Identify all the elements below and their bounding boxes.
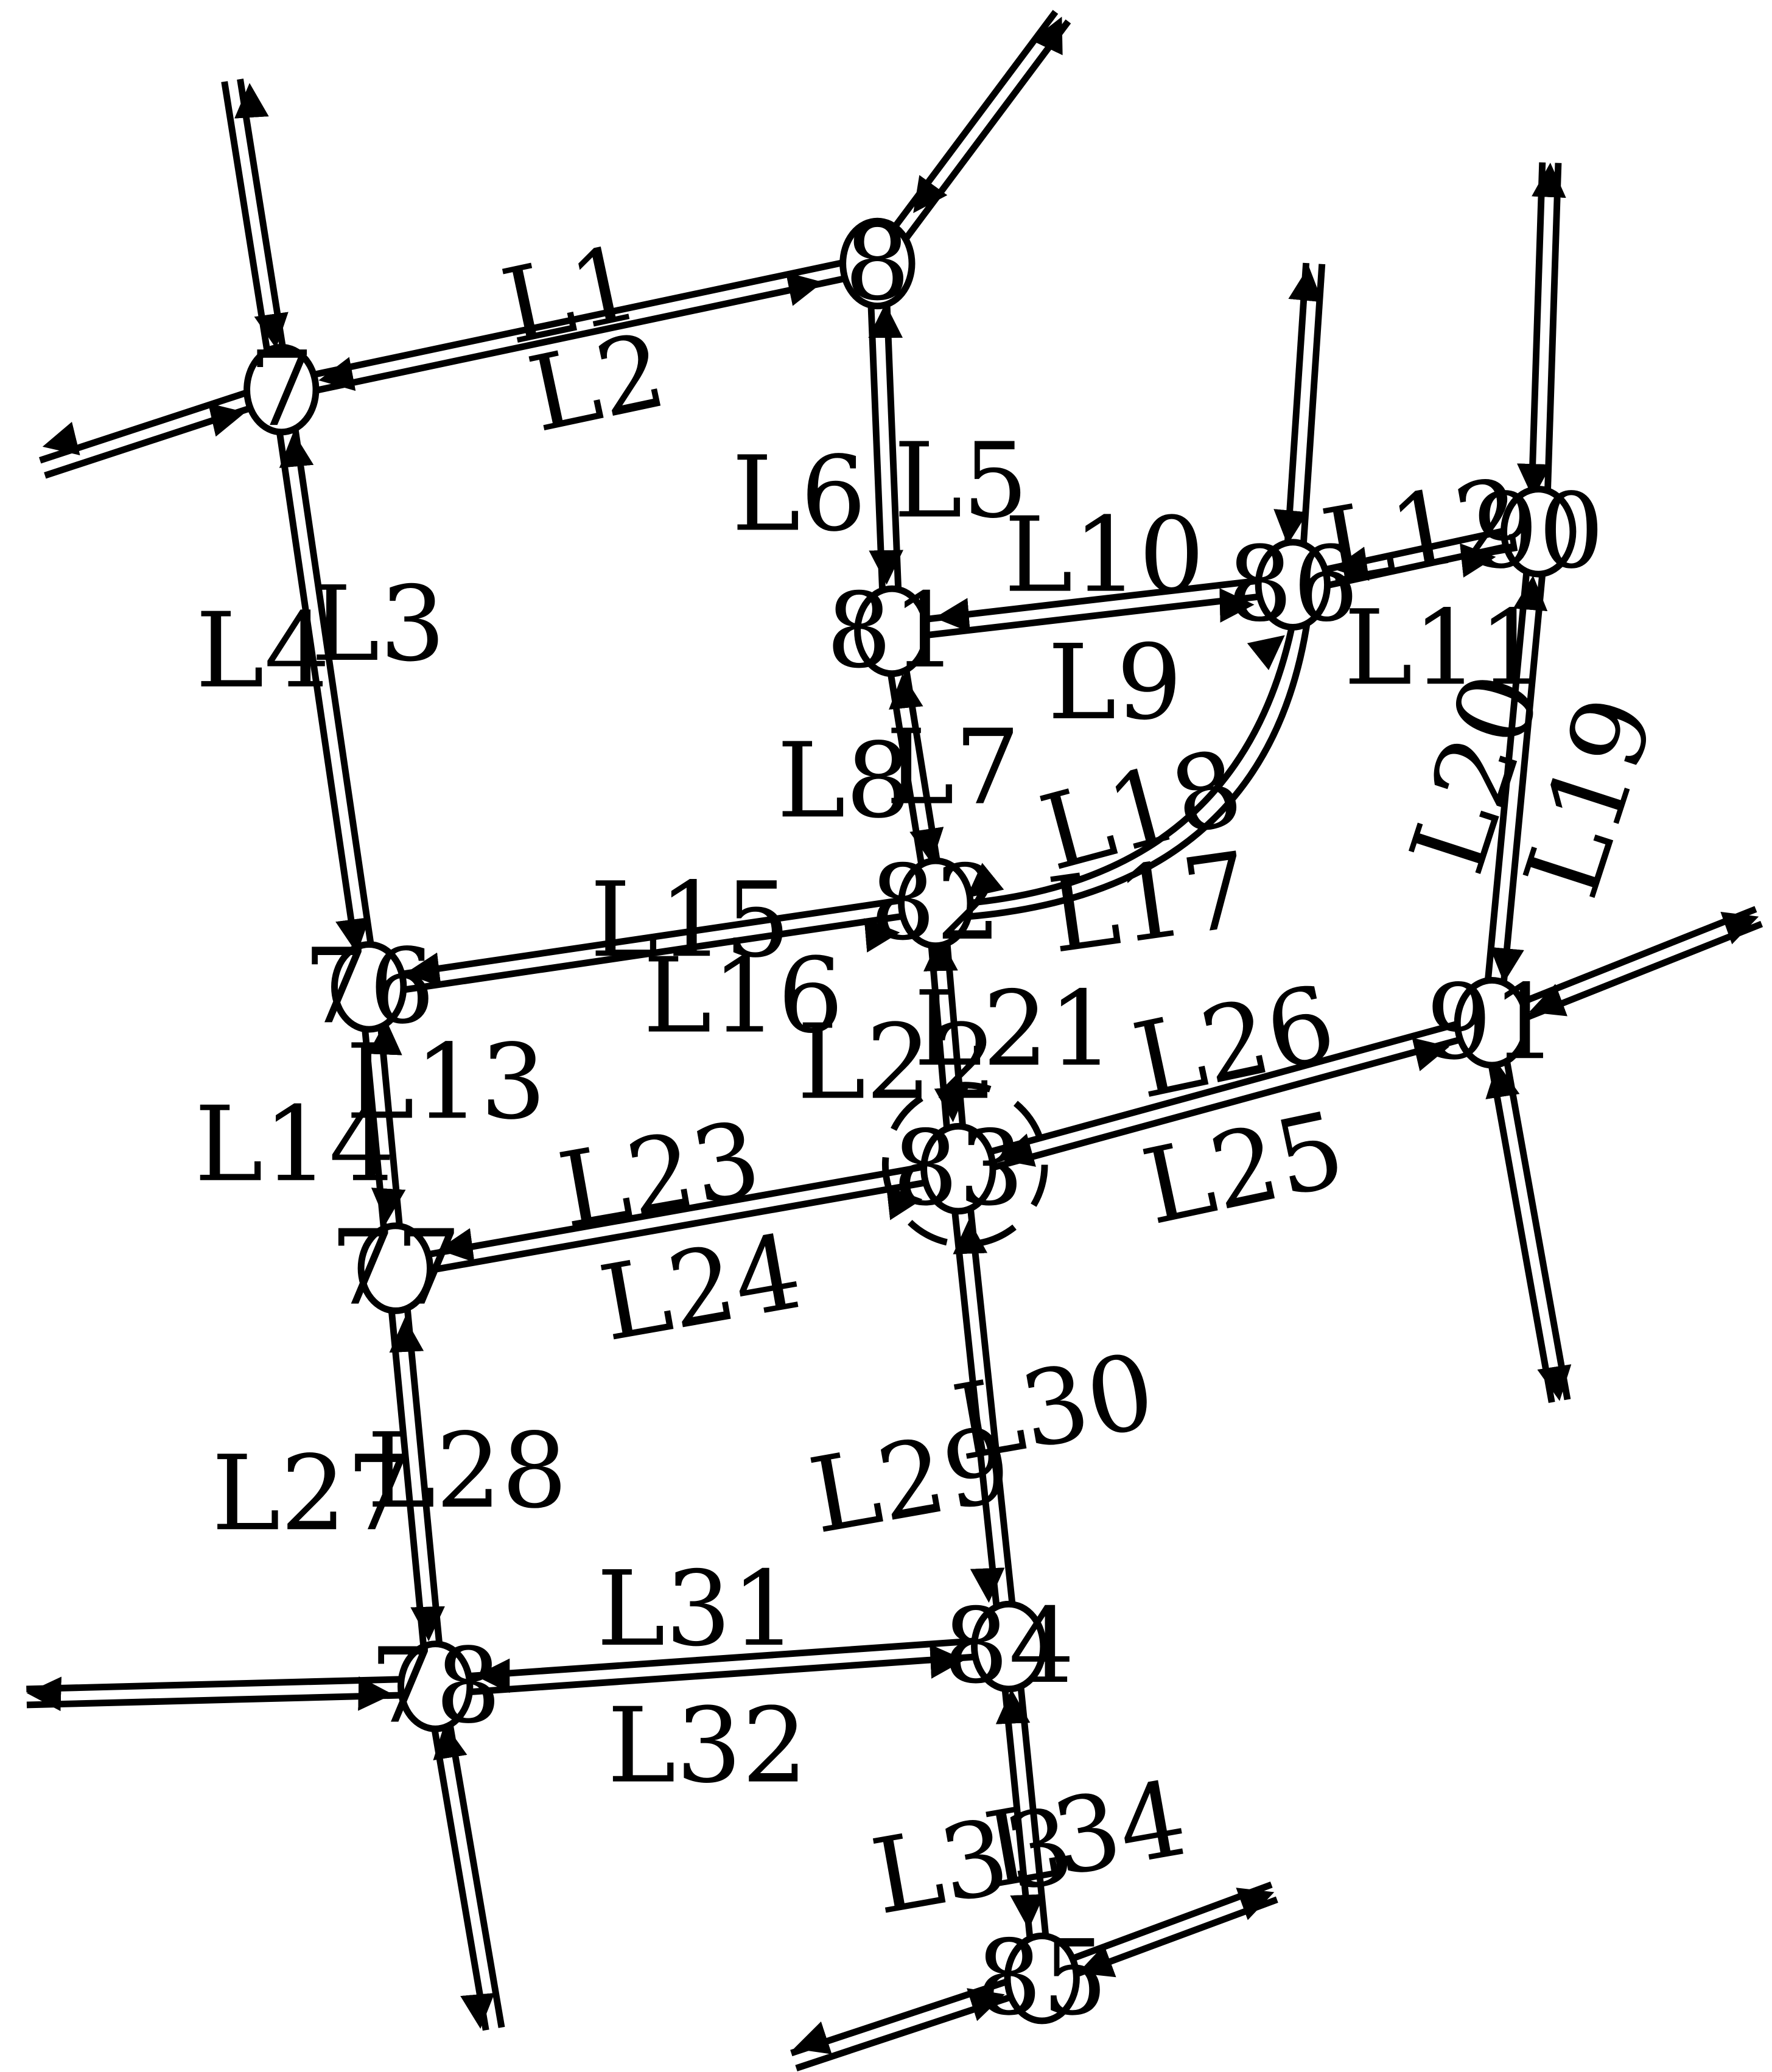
link-label-l14: L14 <box>194 1085 394 1205</box>
highlight-circle <box>881 1082 1048 1248</box>
link-label-l22: L22 <box>797 1003 997 1123</box>
link-label-l16: L16 <box>643 936 843 1057</box>
node-86: 86 <box>1227 525 1359 645</box>
direction-arrow <box>967 1988 1005 2021</box>
node-circle <box>331 941 407 1033</box>
node-8: 8 <box>839 203 916 324</box>
node-label: 81 <box>826 571 958 691</box>
link-label-l5: L5 <box>894 421 1028 542</box>
node-77: 77 <box>330 1208 461 1329</box>
road-link <box>282 268 880 401</box>
direction-arrow <box>1720 911 1759 945</box>
node-label: 90 <box>1473 471 1604 592</box>
link-label-l13: L13 <box>346 1022 546 1143</box>
road-link <box>1480 530 1534 1023</box>
road-link <box>1294 536 1541 596</box>
node-label: 76 <box>303 926 435 1047</box>
link-label-l9: L9 <box>1048 623 1182 743</box>
link-label-l17: L17 <box>1042 830 1257 977</box>
node-circle <box>243 343 320 436</box>
road-links <box>26 10 1763 2071</box>
node-label: 77 <box>330 1208 461 1329</box>
road-link <box>1496 532 1550 1024</box>
node-label: 84 <box>943 1586 1074 1707</box>
direction-arrow <box>1485 1062 1520 1100</box>
node-label: 78 <box>369 1626 501 1746</box>
node-circle <box>971 1600 1047 1693</box>
node-81: 81 <box>826 571 958 691</box>
road-link <box>285 388 380 987</box>
node-circle <box>1255 539 1331 631</box>
node-circle <box>854 585 930 677</box>
road-link <box>435 1651 1010 1698</box>
road-link <box>790 1967 1041 2057</box>
direction-arrow <box>1236 1888 1275 1920</box>
node-circle <box>839 217 916 310</box>
link-label-l10: L10 <box>1004 495 1205 616</box>
node-76: 76 <box>303 926 435 1047</box>
direction-arrow <box>868 303 903 338</box>
road-link <box>396 1173 961 1279</box>
road-link <box>868 10 1059 261</box>
link-label-l7: L7 <box>886 708 1020 828</box>
node-circle <box>1454 976 1530 1069</box>
link-label-l28: L28 <box>367 1411 567 1531</box>
road-link <box>965 607 1299 907</box>
link-label-l8: L8 <box>777 721 911 841</box>
link-label-l34: L34 <box>976 1759 1195 1912</box>
node-circle <box>1004 1932 1080 2025</box>
road-link <box>279 252 877 385</box>
road-link <box>955 1012 1491 1164</box>
node-circle <box>397 1640 474 1732</box>
road-link <box>434 1635 1009 1682</box>
road-link <box>367 892 936 982</box>
link-label-l27: L27 <box>212 1433 412 1554</box>
direction-arrow <box>1537 1364 1572 1401</box>
node-label: 7 <box>248 329 314 450</box>
link-label-l21: L21 <box>914 969 1114 1090</box>
node-84: 84 <box>943 1586 1074 1707</box>
node-85: 85 <box>976 1918 1108 2039</box>
node-label: 91 <box>1426 962 1558 1083</box>
node-82: 82 <box>870 843 1001 964</box>
node-circle <box>1501 486 1577 578</box>
road-link <box>959 1027 1495 1180</box>
node-83: 83 <box>892 1108 1024 1229</box>
direction-arrow <box>1529 984 1567 1017</box>
node-label: 82 <box>870 843 1001 964</box>
link-label-l4: L4 <box>195 591 330 712</box>
node-circle <box>920 1122 996 1215</box>
road-link <box>1290 520 1538 581</box>
node-label: 8 <box>844 203 910 324</box>
road-link <box>881 19 1071 271</box>
node-label: 83 <box>892 1108 1024 1229</box>
node-7: 7 <box>243 329 320 450</box>
link-label-l32: L32 <box>608 1686 808 1807</box>
link-label-l15: L15 <box>590 860 790 981</box>
node-circle <box>898 857 974 950</box>
node-label: 86 <box>1227 525 1359 645</box>
link-label-l2: L2 <box>519 310 675 456</box>
link-label-l1: L1 <box>492 222 649 368</box>
road-link <box>369 908 937 998</box>
road-link <box>968 611 1312 920</box>
link-label-l11: L11 <box>1344 588 1544 709</box>
node-label: 85 <box>976 1918 1108 2039</box>
link-label-l6: L6 <box>732 434 866 555</box>
road-link <box>270 390 365 989</box>
link-label-l31: L31 <box>597 1549 797 1670</box>
road-link <box>393 1157 958 1264</box>
node-91: 91 <box>1426 962 1558 1083</box>
node-90: 90 <box>1473 471 1604 592</box>
node-circle <box>357 1222 433 1314</box>
link-label-l3: L3 <box>311 564 446 685</box>
node-78: 78 <box>369 1626 501 1746</box>
